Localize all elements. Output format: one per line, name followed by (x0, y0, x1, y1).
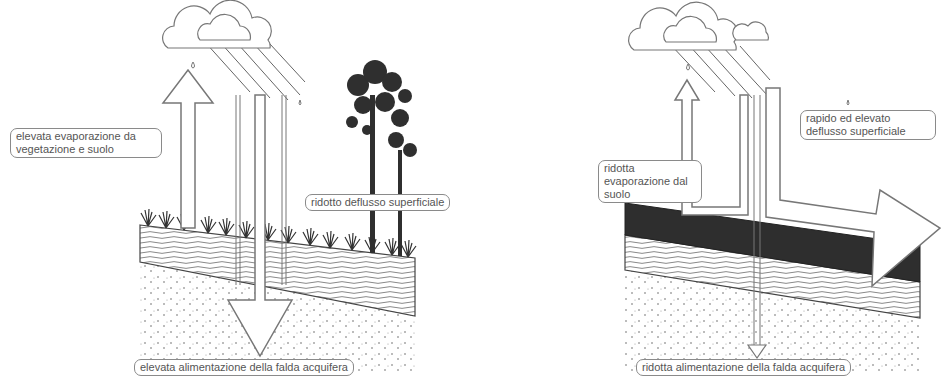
label-box: rapido ed elevato deflusso superficiale (800, 110, 936, 140)
evaporation-arrow (163, 70, 213, 228)
label-text: rapido ed elevato deflusso superficiale (806, 112, 930, 138)
tree (346, 60, 417, 256)
recharge-arrow (748, 345, 766, 358)
label-box: elevata evaporazione da vegetazione e su… (10, 128, 162, 158)
runoff-arrow (766, 88, 940, 286)
label-text: ridotta alimentazione della falda acquif… (642, 361, 845, 374)
label-text: ridotta evaporazione dal suolo (604, 162, 696, 201)
label-box: ridotta evaporazione dal suolo (598, 160, 702, 203)
label-box: elevata alimentazione della falda acquif… (134, 359, 354, 376)
label-text: elevata alimentazione della falda acquif… (140, 361, 348, 374)
infiltration-lines (754, 95, 760, 345)
label-box: ridotta alimentazione della falda acquif… (636, 359, 851, 376)
label-box: ridotto deflusso superficiale (305, 194, 450, 211)
label-text: elevata evaporazione da vegetazione e su… (16, 130, 156, 156)
cloud (629, 2, 769, 50)
rain (205, 42, 305, 100)
label-text: ridotto deflusso superficiale (311, 196, 444, 209)
left-panel (140, 0, 417, 372)
cloud (163, 0, 272, 48)
recharge-arrow (228, 95, 292, 356)
